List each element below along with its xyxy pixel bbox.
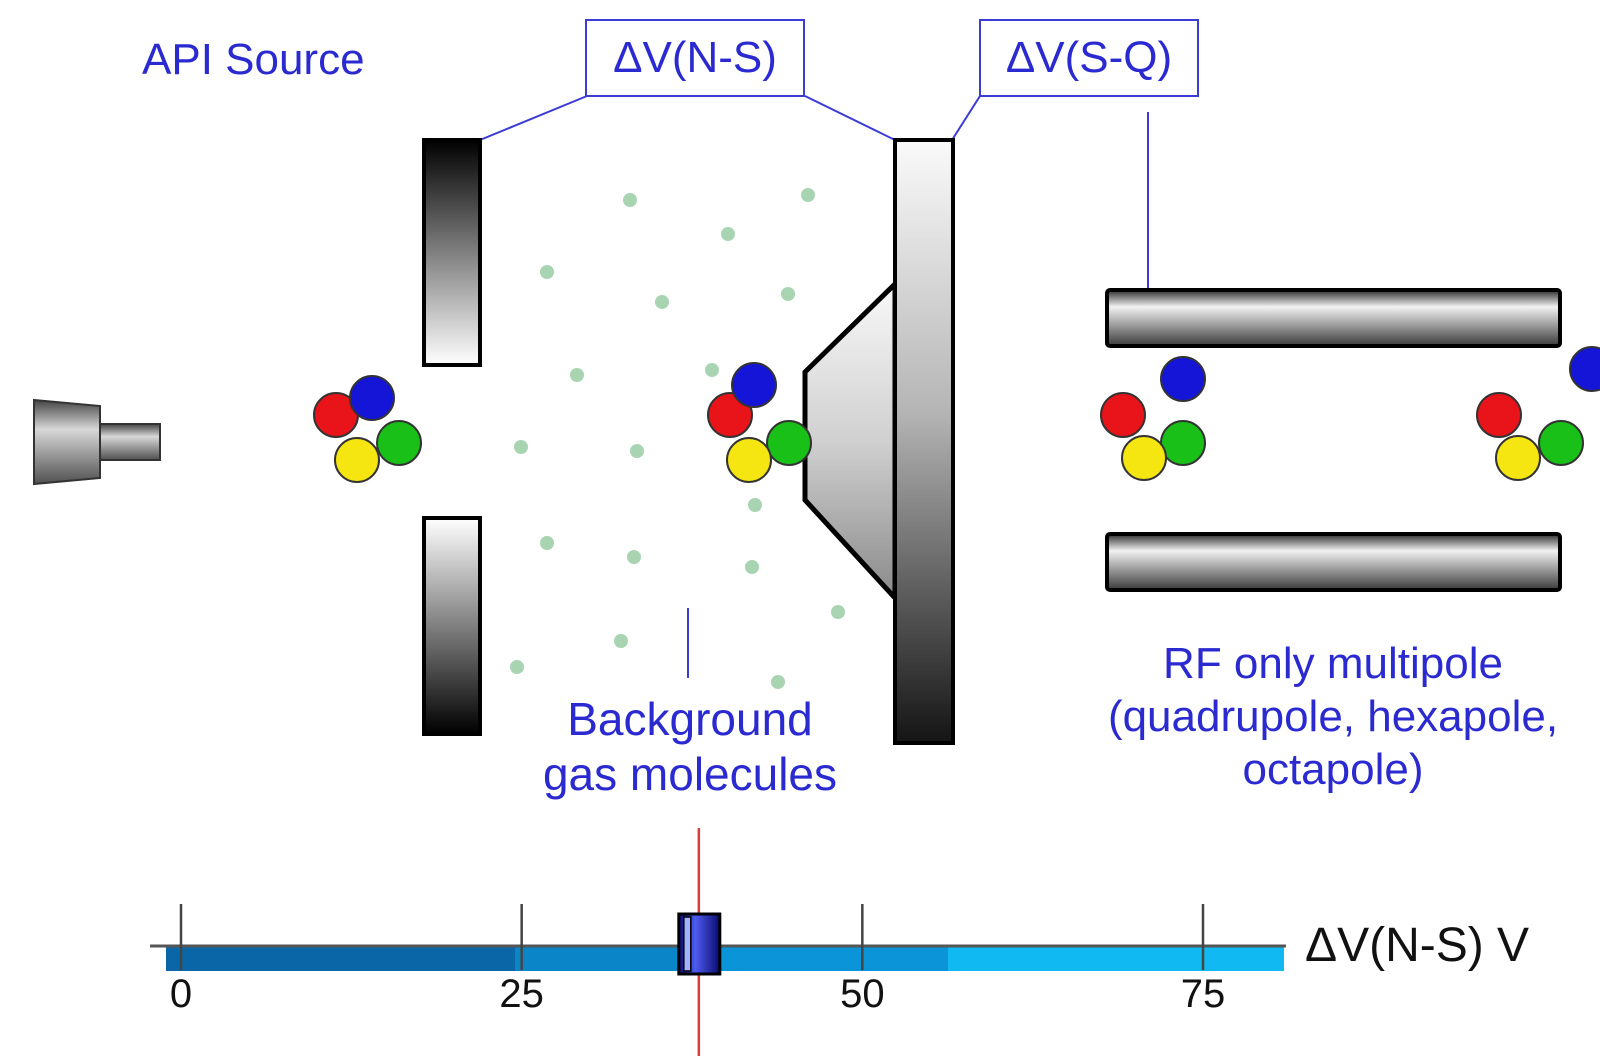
multipole-label: RF only multipole (quadrupole, hexapole,… (1066, 638, 1600, 796)
gas-molecule (705, 363, 719, 377)
background-gas-molecules (510, 188, 845, 689)
scale-tick-label: 0 (169, 972, 193, 1016)
skimmer-cone (802, 278, 898, 605)
connector-ns-left (479, 95, 588, 141)
gas-molecule (771, 675, 785, 689)
ion-yellow (334, 437, 380, 483)
ion-red (1476, 392, 1522, 438)
multipole-line1: RF only multipole (1163, 639, 1503, 688)
multipole-line3: octapole) (1242, 744, 1424, 794)
ion-blue (349, 375, 395, 421)
gas-molecule (540, 265, 554, 279)
gas-molecule (745, 560, 759, 574)
connector-ns-right (804, 95, 896, 141)
ion-red (1100, 392, 1146, 438)
background-gas-label: Background gas molecules (510, 692, 870, 802)
scale-axis-title: ΔV(N-S) V (1305, 919, 1530, 972)
ion-blue (1160, 356, 1206, 402)
gas-molecule (623, 193, 637, 207)
multipole-rod-bottom (1105, 532, 1562, 592)
ion-yellow (1495, 435, 1541, 481)
dv-ns-box: ΔV(N-S) (585, 19, 805, 97)
scale-tick-label: 50 (840, 972, 885, 1016)
gas-molecule (627, 550, 641, 564)
ion-yellow (726, 437, 772, 483)
ion-green (1538, 420, 1584, 466)
multipole-rod-top (1105, 288, 1562, 348)
ion-yellow (1121, 435, 1167, 481)
scale-segment-1 (166, 946, 515, 971)
ion-clusters (313, 346, 1600, 483)
dv-ns-label: ΔV(N-S) (613, 33, 777, 82)
scale-tick-label: 25 (499, 972, 544, 1016)
nozzle-electrode-bottom (422, 516, 482, 736)
gas-molecule (514, 440, 528, 454)
api-source-label: API Source (142, 35, 365, 84)
gas-molecule (510, 660, 524, 674)
gas-molecule (570, 368, 584, 382)
gas-molecule (721, 227, 735, 241)
background-gas-line1: Background (567, 693, 813, 745)
connector-sq-left (951, 95, 981, 141)
multipole-line2: (quadrupole, hexapole, (1107, 691, 1559, 741)
nozzle-electrode-top (422, 138, 482, 367)
gas-molecule (630, 444, 644, 458)
voltage-slider-handle[interactable] (677, 912, 722, 976)
connector-lines (479, 95, 1149, 678)
skimmer-plate (893, 138, 955, 745)
background-gas-line2: gas molecules (542, 748, 838, 801)
ion-green (766, 420, 812, 466)
gas-molecule (748, 498, 762, 512)
spray-nozzle-icon (33, 398, 161, 486)
ion-green (1160, 420, 1206, 466)
dv-sq-box: ΔV(S-Q) (979, 19, 1199, 97)
gas-molecule (831, 605, 845, 619)
voltage-scale-bar (150, 904, 1286, 971)
gas-molecule (655, 295, 669, 309)
gas-molecule (540, 536, 554, 550)
ion-blue (1569, 346, 1600, 392)
ion-red (707, 392, 753, 438)
scale-tick-label: 75 (1180, 972, 1226, 1016)
gas-molecule (781, 287, 795, 301)
gas-molecule (801, 188, 815, 202)
dv-sq-label: ΔV(S-Q) (1005, 33, 1173, 82)
ion-green (376, 420, 422, 466)
gas-molecule (614, 634, 628, 648)
ion-blue (731, 362, 777, 408)
